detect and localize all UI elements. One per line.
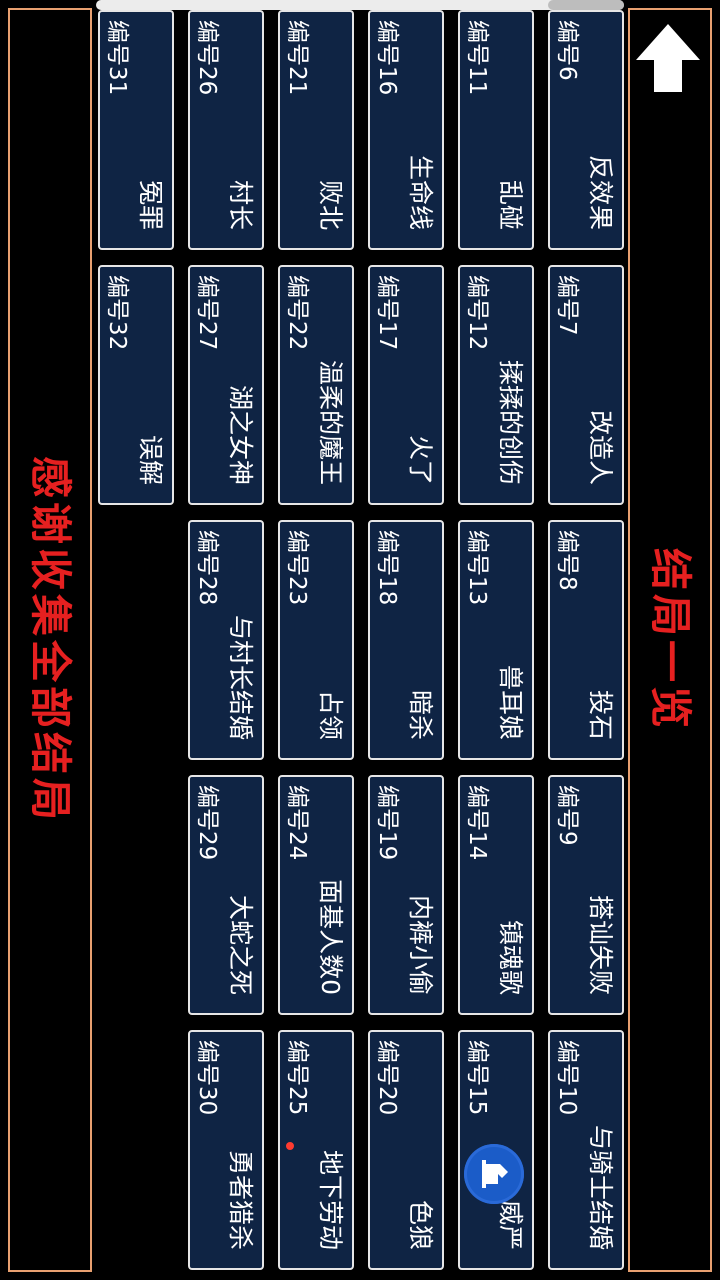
left-arrow-icon — [636, 24, 700, 92]
ending-card[interactable]: 编号17 火了 — [368, 265, 444, 505]
ending-name: 生命线 — [406, 154, 435, 230]
ending-card[interactable]: 编号20 色狼 — [368, 1030, 444, 1270]
ending-name: 火了 — [406, 434, 435, 485]
ending-number: 编号24 — [284, 785, 310, 861]
ending-name: 暗杀 — [406, 689, 435, 740]
ending-name: 揉揉的创伤 — [496, 359, 525, 485]
ending-name: 面基人数0 — [316, 879, 345, 995]
ending-number: 编号16 — [374, 20, 400, 96]
ending-number: 编号8 — [554, 530, 580, 591]
ending-name: 与骑士结婚 — [586, 1124, 615, 1250]
ending-name: 败北 — [316, 179, 345, 230]
ending-name: 与村长结婚 — [226, 614, 255, 740]
footer-bar: 感谢收集全部结局 — [8, 8, 92, 1272]
ending-card[interactable]: 编号23 占领 — [278, 520, 354, 760]
ending-number: 编号29 — [194, 785, 220, 861]
ending-card[interactable]: 编号30 勇者猎杀 — [188, 1030, 264, 1270]
ending-card[interactable]: 编号19 内裤小偷 — [368, 775, 444, 1015]
ending-number: 编号28 — [194, 530, 220, 606]
ending-name: 威严 — [496, 1199, 525, 1250]
assistive-touch-icon — [482, 1160, 508, 1188]
ending-number: 编号12 — [464, 275, 490, 351]
ending-card[interactable]: 编号18 暗杀 — [368, 520, 444, 760]
ending-card[interactable]: 编号6 反效果 — [548, 10, 624, 250]
ending-number: 编号6 — [554, 20, 580, 81]
ending-card[interactable]: 编号25 地下劳动 — [278, 1030, 354, 1270]
ending-number: 编号22 — [284, 275, 310, 351]
ending-number: 编号11 — [464, 20, 490, 96]
page-title: 结局一览 — [646, 547, 695, 732]
ending-name: 兽耳娘 — [496, 664, 525, 740]
ending-card[interactable]: 编号27 湖之女神 — [188, 265, 264, 505]
back-button[interactable] — [630, 20, 706, 96]
ending-name: 搭讪失败 — [586, 894, 615, 995]
ending-card[interactable]: 编号8 投石 — [548, 520, 624, 760]
ending-name: 投石 — [586, 689, 615, 740]
ending-number: 编号9 — [554, 785, 580, 846]
ending-name: 湖之女神 — [226, 384, 255, 485]
ending-number: 编号15 — [464, 1040, 490, 1116]
ending-number: 编号25 — [284, 1040, 310, 1116]
ending-card[interactable]: 编号7 改造人 — [548, 265, 624, 505]
ending-name: 色狼 — [406, 1199, 435, 1250]
ending-name: 内裤小偷 — [406, 894, 435, 995]
ending-number: 编号14 — [464, 785, 490, 861]
ending-number: 编号27 — [194, 275, 220, 351]
ending-name: 改造人 — [586, 409, 615, 485]
scrollbar-thumb[interactable] — [548, 0, 624, 10]
ending-name: 勇者猎杀 — [226, 1149, 255, 1250]
ending-card[interactable]: 编号13 兽耳娘 — [458, 520, 534, 760]
ending-name: 地下劳动 — [316, 1149, 345, 1250]
ending-number: 编号23 — [284, 530, 310, 606]
ending-number: 编号30 — [194, 1040, 220, 1116]
ending-number: 编号19 — [374, 785, 400, 861]
ending-card[interactable]: 编号31 冤罪 — [98, 10, 174, 250]
ending-number: 编号10 — [554, 1040, 580, 1116]
ending-name: 温柔的魔王 — [316, 359, 345, 485]
ending-card[interactable]: 编号14 镇魂歌 — [458, 775, 534, 1015]
ending-card[interactable]: 编号16 生命线 — [368, 10, 444, 250]
header-bar: 结局一览 — [628, 8, 712, 1272]
ending-number: 编号32 — [104, 275, 130, 351]
ending-card[interactable]: 编号11 乱碰 — [458, 10, 534, 250]
ending-number: 编号18 — [374, 530, 400, 606]
scrollbar[interactable] — [96, 0, 624, 10]
ending-name: 村长 — [226, 179, 255, 230]
ending-card[interactable]: 编号26 村长 — [188, 10, 264, 250]
ending-number: 编号20 — [374, 1040, 400, 1116]
ending-card[interactable]: 编号32 误解 — [98, 265, 174, 505]
ending-name: 大蛇之死 — [226, 894, 255, 995]
thanks-message: 感谢收集全部结局 — [26, 455, 75, 824]
ending-number: 编号31 — [104, 20, 130, 96]
ending-card[interactable]: 编号29 大蛇之死 — [188, 775, 264, 1015]
ending-number: 编号26 — [194, 20, 220, 96]
ending-number: 编号21 — [284, 20, 310, 96]
ending-name: 误解 — [136, 434, 165, 485]
ending-card[interactable]: 编号21 败北 — [278, 10, 354, 250]
ending-name: 占领 — [316, 689, 345, 740]
notification-dot — [286, 1142, 294, 1150]
ending-name: 反效果 — [586, 154, 615, 230]
ending-number: 编号17 — [374, 275, 400, 351]
ending-number: 编号13 — [464, 530, 490, 606]
ending-name: 冤罪 — [136, 179, 165, 230]
floating-assist-button[interactable] — [464, 1144, 524, 1204]
ending-name: 乱碰 — [496, 179, 525, 230]
ending-number: 编号7 — [554, 275, 580, 336]
ending-name: 镇魂歌 — [496, 919, 525, 995]
ending-card[interactable]: 编号9 搭讪失败 — [548, 775, 624, 1015]
